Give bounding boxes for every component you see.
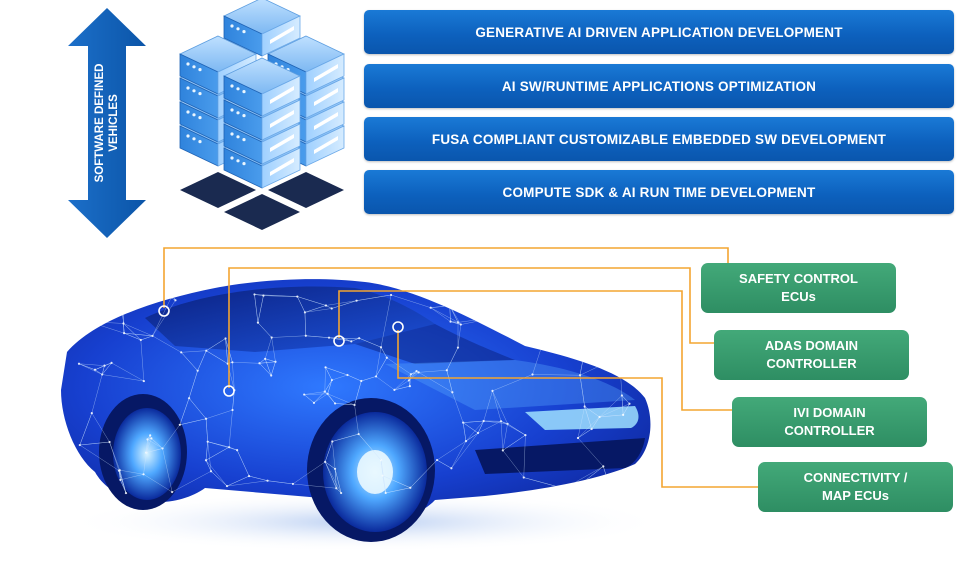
car-windshield bbox=[145, 286, 435, 352]
car-front-wheel bbox=[307, 398, 435, 542]
connector-safety bbox=[163, 247, 729, 308]
layer-bar-label: AI SW/RUNTIME APPLICATIONS OPTIMIZATION bbox=[501, 78, 817, 94]
double-arrow-icon bbox=[68, 8, 146, 238]
ecu-label-line1: IVI DOMAIN bbox=[793, 405, 866, 420]
ecu-label-line2: ECUs bbox=[781, 289, 816, 304]
ecu-label-line1: SAFETY CONTROL bbox=[739, 271, 858, 286]
layer-bar-label: GENERATIVE AI DRIVEN APPLICATION DEVELOP… bbox=[475, 24, 843, 40]
layer-bar-label: FUSA COMPLIANT CUSTOMIZABLE EMBEDDED SW … bbox=[431, 131, 887, 147]
connector-node bbox=[223, 385, 235, 397]
ecu-box-safety-control: SAFETY CONTROL ECUs bbox=[701, 263, 896, 313]
server-tower bbox=[179, 0, 345, 189]
connector-ivi bbox=[338, 290, 732, 411]
layer-bar-2: AI SW/RUNTIME APPLICATIONS OPTIMIZATION bbox=[364, 64, 954, 108]
ecu-box-connectivity: CONNECTIVITY / MAP ECUs bbox=[758, 462, 953, 512]
ecu-label-line2: CONTROLLER bbox=[784, 423, 875, 438]
connector-adas bbox=[228, 267, 714, 388]
ecu-box-ivi-domain: IVI DOMAIN CONTROLLER bbox=[732, 397, 927, 447]
ecu-label-line2: MAP ECUs bbox=[822, 488, 889, 503]
ecu-label-line1: CONNECTIVITY / bbox=[803, 470, 908, 485]
connector-connectivity bbox=[397, 330, 758, 488]
layer-bar-1: GENERATIVE AI DRIVEN APPLICATION DEVELOP… bbox=[364, 10, 954, 54]
layer-bar-label: COMPUTE SDK & AI RUN TIME DEVELOPMENT bbox=[502, 184, 816, 200]
server-stack-icon bbox=[179, 0, 345, 230]
connector-node bbox=[392, 321, 404, 333]
ecu-label-line1: ADAS DOMAIN bbox=[764, 338, 859, 353]
connector-node bbox=[333, 335, 345, 347]
ecu-label-line2: CONTROLLER bbox=[766, 356, 857, 371]
wireframe-car-illustration bbox=[61, 279, 665, 552]
layer-bar-4: COMPUTE SDK & AI RUN TIME DEVELOPMENT bbox=[364, 170, 954, 214]
layer-bar-3: FUSA COMPLIANT CUSTOMIZABLE EMBEDDED SW … bbox=[364, 117, 954, 161]
connector-node bbox=[158, 305, 170, 317]
ecu-box-adas-domain: ADAS DOMAIN CONTROLLER bbox=[714, 330, 909, 380]
